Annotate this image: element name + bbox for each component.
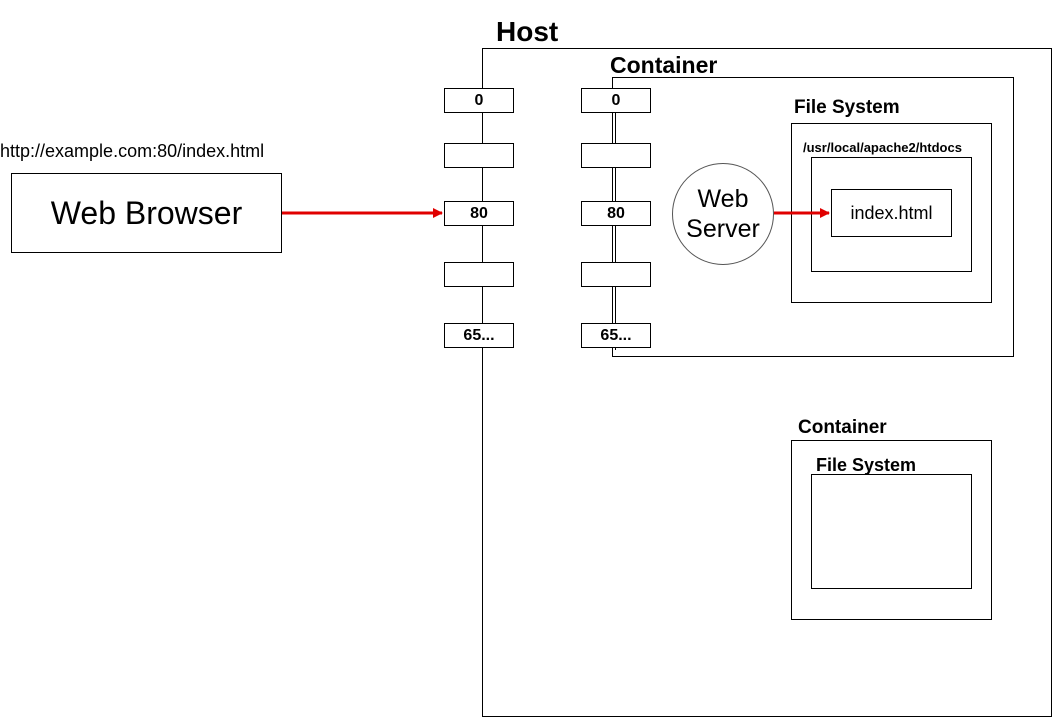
web-server-label-line2: Server <box>686 215 760 243</box>
container-port-3 <box>581 262 651 287</box>
container-title: Container <box>610 52 718 78</box>
container-port-0: 0 <box>581 88 651 113</box>
container-port-1 <box>581 143 651 168</box>
request-url: http://example.com:80/index.html <box>0 141 265 161</box>
web-server: Web Server <box>672 163 774 265</box>
filesystem-title: File System <box>794 97 900 118</box>
web-server-label-line1: Web <box>697 185 749 213</box>
host-title: Host <box>496 16 559 47</box>
container-port-65: 65... <box>581 323 651 348</box>
host-port-65: 65... <box>444 323 514 348</box>
host-port-80: 80 <box>444 201 514 226</box>
second-container-title: Container <box>798 417 887 438</box>
htdocs-path: /usr/local/apache2/htdocs <box>803 140 962 155</box>
host-port-3 <box>444 262 514 287</box>
index-file-label: index.html <box>850 202 933 223</box>
host-port-1 <box>444 143 514 168</box>
second-filesystem-title: File System <box>816 455 917 475</box>
web-browser-label: Web Browser <box>50 194 243 231</box>
index-file: index.html <box>831 189 952 237</box>
web-browser-box: Web Browser <box>11 173 282 253</box>
container-port-80: 80 <box>581 201 651 226</box>
host-port-0: 0 <box>444 88 514 113</box>
host-port-line <box>482 48 483 348</box>
second-filesystem-box <box>811 474 972 589</box>
